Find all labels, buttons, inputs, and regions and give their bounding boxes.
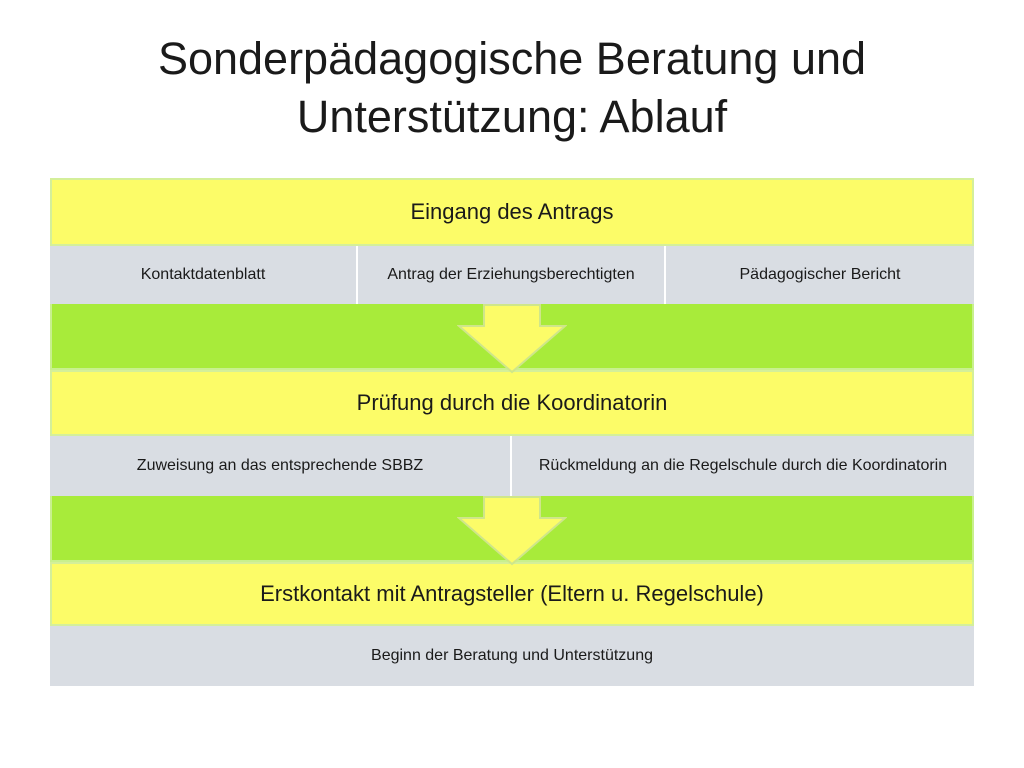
step-1-items: Kontaktdatenblatt Antrag der Erziehungsb… bbox=[50, 246, 974, 304]
slide-title-line-2: Unterstützung: Ablauf bbox=[296, 91, 728, 142]
down-arrow-icon bbox=[457, 304, 567, 374]
slide-title: Sonderpädagogische Beratung und Unterstü… bbox=[60, 30, 964, 146]
step-2-item-1: Zuweisung an das entsprechende SBBZ bbox=[50, 436, 512, 496]
step-1-item-1: Kontaktdatenblatt bbox=[50, 246, 358, 304]
down-arrow-icon bbox=[457, 496, 567, 566]
step-2-items: Zuweisung an das entsprechende SBBZ Rück… bbox=[50, 436, 974, 496]
step-3-header: Erstkontakt mit Antragsteller (Eltern u.… bbox=[50, 562, 974, 626]
process-diagram: Eingang des Antrags Kontaktdatenblatt An… bbox=[50, 178, 974, 688]
step-3-item-1: Beginn der Beratung und Unterstützung bbox=[50, 626, 974, 686]
step-1-header: Eingang des Antrags bbox=[50, 178, 974, 246]
step-2-item-2: Rückmeldung an die Regelschule durch die… bbox=[512, 436, 974, 496]
slide-title-line-1: Sonderpädagogische Beratung und bbox=[157, 33, 867, 84]
step-3-items: Beginn der Beratung und Unterstützung bbox=[50, 626, 974, 686]
step-2-header: Prüfung durch die Koordinatorin bbox=[50, 370, 974, 436]
step-1-item-3: Pädagogischer Bericht bbox=[666, 246, 974, 304]
step-1-item-2: Antrag der Erziehungsberechtigten bbox=[358, 246, 666, 304]
